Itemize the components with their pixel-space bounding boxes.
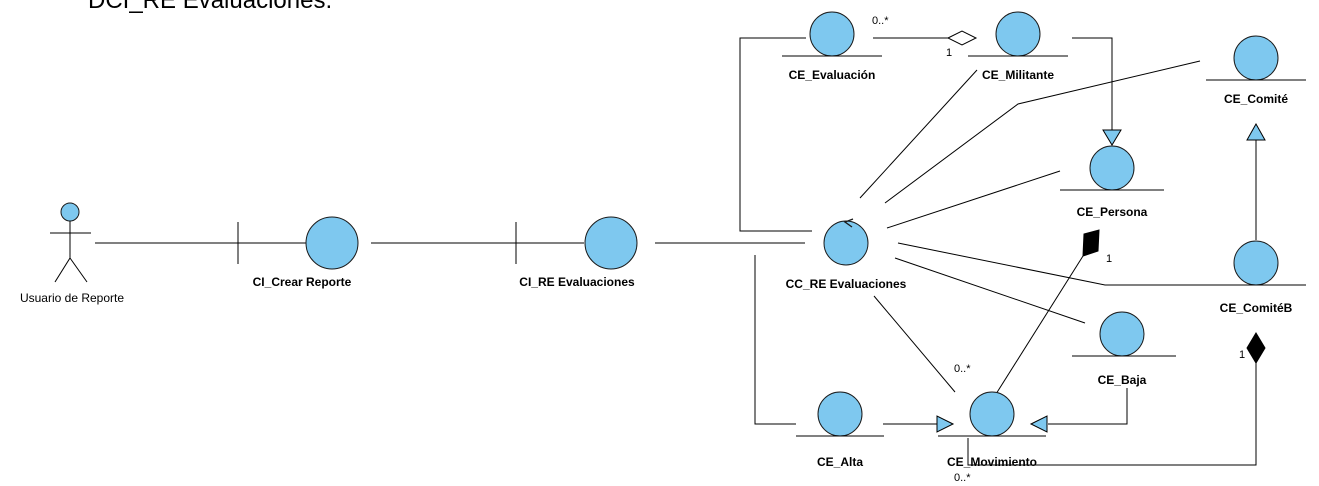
- boundary-crear-reporte[interactable]: CI_Crear Reporte: [237, 216, 359, 289]
- actor-right-leg: [69, 257, 88, 283]
- entity-comite[interactable]: CE_Comité: [1206, 35, 1306, 106]
- entity-persona[interactable]: CE_Persona: [1060, 145, 1164, 219]
- mult-eval-militante-source: 0..*: [872, 15, 889, 27]
- generalization-arrow-comite: [1246, 122, 1266, 141]
- assoc-control-comiteb: [897, 242, 1228, 286]
- entity-circle: [817, 391, 863, 437]
- generalization-arrow-persona: [1102, 129, 1122, 146]
- assoc-control-militante: [859, 69, 978, 199]
- assoc-control-movimiento: [873, 295, 956, 393]
- generalization-militante-persona: [1072, 37, 1113, 130]
- assoc-control-alta: [754, 255, 796, 425]
- mult-comiteb-movimiento-whole: 1: [1239, 349, 1245, 361]
- entity-comite-label: CE_Comité: [1224, 92, 1288, 106]
- aggregation-hollow-diamond: [946, 30, 978, 46]
- composition-diamond-persona: [1082, 229, 1100, 257]
- entity-alta-label: CE_Alta: [817, 455, 863, 469]
- boundary-re-evaluaciones[interactable]: CI_RE Evaluaciones: [515, 216, 638, 289]
- entity-persona-label: CE_Persona: [1077, 205, 1148, 219]
- mult-persona-movimiento-whole: 1: [1106, 253, 1112, 265]
- entity-circle: [1089, 145, 1135, 191]
- entity-evaluacion-label: CE_Evaluación: [789, 68, 876, 82]
- entity-militante-label: CE_Militante: [982, 68, 1054, 82]
- entity-comiteb-label: CE_ComitéB: [1220, 301, 1293, 315]
- entity-circle: [969, 391, 1015, 437]
- actor-left-leg: [54, 257, 71, 283]
- assoc-control-baja: [894, 257, 1086, 324]
- assoc-control-persona: [886, 170, 1061, 229]
- entity-movimiento[interactable]: CE_Movimiento: [938, 391, 1046, 469]
- entity-circle: [995, 11, 1041, 57]
- mult-comiteb-movimiento-part: 0..*: [954, 472, 971, 484]
- boundary-re-evaluaciones-label: CI_RE Evaluaciones: [519, 275, 635, 289]
- entity-circle: [1099, 311, 1145, 357]
- actor-head: [60, 202, 80, 222]
- entity-circle: [809, 11, 855, 57]
- control-circle: [823, 220, 869, 266]
- mult-eval-militante-target: 1: [946, 47, 952, 59]
- entity-movimiento-label: CE_Movimiento: [947, 455, 1037, 469]
- control-re-evaluaciones[interactable]: CC_RE Evaluaciones: [786, 218, 907, 291]
- entity-circle: [1233, 240, 1279, 286]
- assoc-control-evaluacion: [739, 37, 812, 232]
- connectors: [95, 30, 1266, 466]
- control-arrow-icon: [843, 218, 854, 228]
- diagram-heading: DCI_RE Evaluaciones.: [88, 0, 332, 14]
- actor-label: Usuario de Reporte: [20, 291, 124, 305]
- composition-diamond-comiteb: [1246, 332, 1266, 364]
- boundary-circle: [584, 216, 638, 270]
- entity-baja[interactable]: CE_Baja: [1072, 311, 1176, 387]
- composition-comiteb-movimiento: [967, 363, 1257, 466]
- generalization-arrow-alta: [936, 415, 955, 433]
- entity-circle: [1233, 35, 1279, 81]
- generalization-baja-movimiento: [1048, 388, 1128, 425]
- control-label: CC_RE Evaluaciones: [786, 277, 907, 291]
- actor-usuario-de-reporte[interactable]: Usuario de Reporte: [20, 202, 124, 305]
- composition-persona-movimiento: [995, 255, 1084, 395]
- entity-comiteb[interactable]: CE_ComitéB: [1206, 240, 1306, 315]
- generalization-arrow-baja: [1029, 415, 1048, 433]
- assoc-control-comite: [884, 60, 1201, 204]
- boundary-crear-reporte-label: CI_Crear Reporte: [253, 275, 352, 289]
- boundary-circle: [305, 216, 359, 270]
- entity-alta[interactable]: CE_Alta: [796, 391, 884, 469]
- entity-militante[interactable]: CE_Militante: [968, 11, 1068, 82]
- mult-persona-movimiento-part: 0..*: [954, 363, 971, 375]
- entity-baja-label: CE_Baja: [1098, 373, 1147, 387]
- entity-evaluacion[interactable]: CE_Evaluación: [782, 11, 882, 82]
